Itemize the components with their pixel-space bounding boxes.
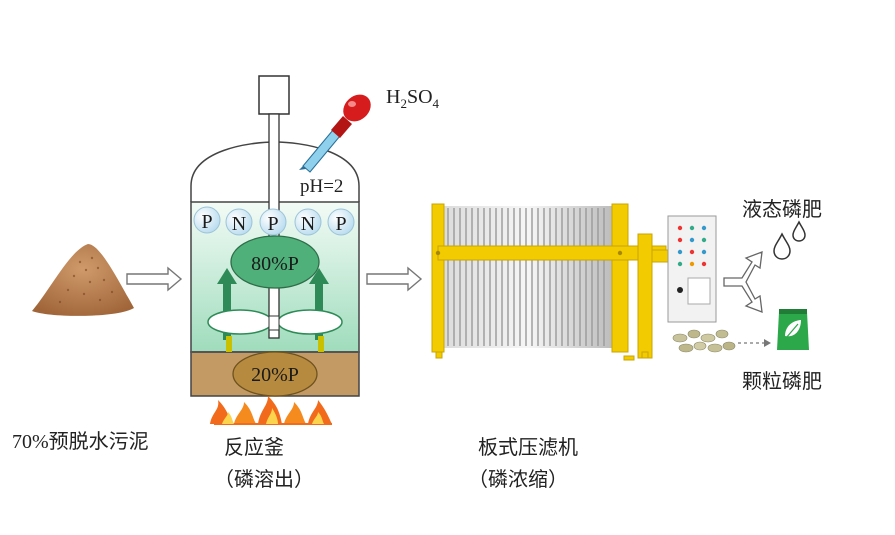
flame-icon (210, 396, 332, 425)
pipette-icon (299, 94, 371, 173)
nutrient-label: N (301, 213, 315, 235)
lower-phosphorus-label: 20%P (251, 364, 299, 386)
fertilizer-bag-icon (777, 309, 809, 350)
reactor-sublabel: （磷溶出） (214, 468, 314, 491)
sludge-label: 70%预脱水污泥 (12, 430, 149, 453)
nutrient-label: P (201, 211, 212, 233)
nutrient-bubbles: P N P N P (193, 206, 355, 236)
residual-phosphorus-ellipse (232, 351, 318, 397)
granules-icon (672, 329, 736, 353)
impeller-icon (207, 309, 343, 335)
ph-label: pH=2 (300, 176, 343, 197)
flow-arrow-icon (126, 266, 183, 292)
filter-press-sublabel: （磷浓缩） (468, 468, 568, 491)
liquid-drop-icon (773, 220, 806, 260)
sludge-pile-icon (32, 244, 134, 316)
upper-phosphorus-label: 80%P (251, 253, 299, 275)
nutrient-label: N (232, 213, 246, 235)
control-panel-lights (677, 225, 707, 267)
nutrient-label: P (267, 213, 278, 235)
granular-fertilizer-label: 颗粒磷肥 (742, 370, 822, 393)
nutrient-label: P (335, 213, 346, 235)
flow-arrow-icon (366, 266, 423, 292)
reactor-label: 反应釜 (224, 436, 284, 459)
dashed-arrow-icon (738, 339, 771, 347)
acid-label: H2SO4 (386, 86, 440, 111)
liquid-fertilizer-label: 液态磷肥 (742, 198, 822, 221)
dissolved-phosphorus-ellipse (230, 235, 320, 289)
split-arrow-icon (723, 251, 763, 313)
filter-press-icon (431, 203, 717, 361)
reactor-supports (226, 336, 324, 352)
filter-press-label: 板式压滤机 (478, 436, 578, 459)
